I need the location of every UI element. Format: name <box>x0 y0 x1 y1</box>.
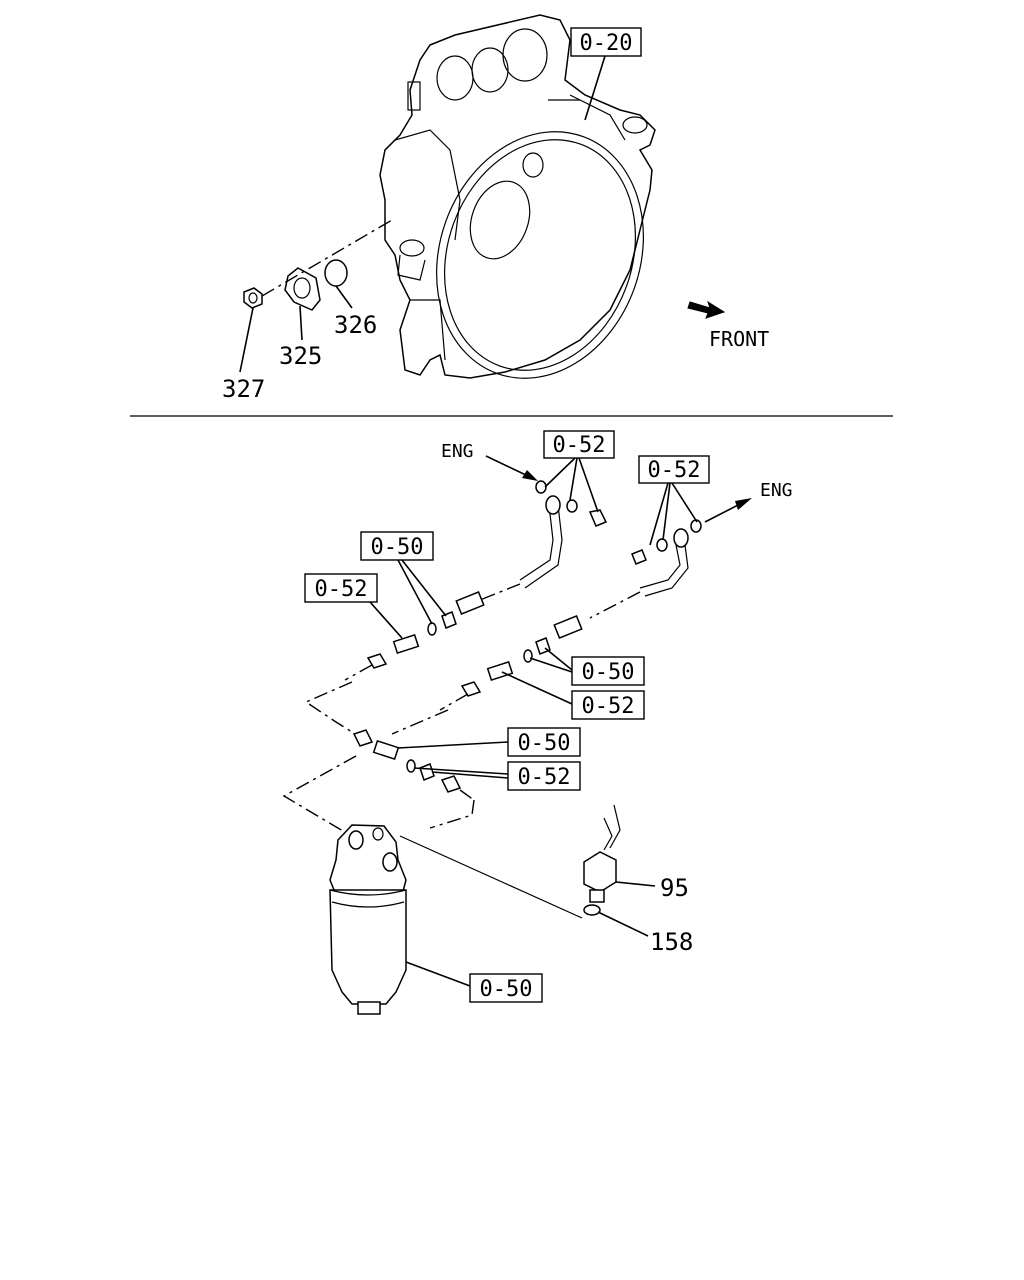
fittings-left <box>344 611 457 681</box>
fuel-pipe-upper-right <box>553 528 689 639</box>
hex-nut <box>243 287 263 309</box>
ref-label-housing: 0-20 <box>580 31 633 56</box>
fuel-pipe-upper-left <box>455 495 563 615</box>
ref-box-top-b[interactable]: 0-52 <box>638 455 710 484</box>
eng-label-right: ENG <box>760 480 793 501</box>
eng-arrow-left-icon <box>485 455 538 481</box>
ref-box-low-b[interactable]: 0-52 <box>507 761 581 791</box>
front-arrow-icon <box>687 300 726 319</box>
ref-box-left-a[interactable]: 0-50 <box>360 531 434 561</box>
ref-label-top-a: 0-52 <box>553 433 606 458</box>
flywheel-housing <box>379 14 656 379</box>
part-number-325: 325 <box>279 342 322 370</box>
ref-label-left-a: 0-50 <box>371 535 424 560</box>
cover-plate <box>284 267 321 311</box>
ref-label-filter: 0-50 <box>480 977 533 1002</box>
eng-label-left: ENG <box>441 441 474 462</box>
ref-label-left-b: 0-52 <box>315 577 368 602</box>
ref-box-filter[interactable]: 0-50 <box>469 973 543 1003</box>
ref-box-left-b[interactable]: 0-52 <box>304 573 378 603</box>
front-label: FRONT <box>709 327 769 351</box>
ref-label-top-b: 0-52 <box>648 458 701 483</box>
ref-label-low-a: 0-50 <box>518 731 571 756</box>
ref-box-low-a[interactable]: 0-50 <box>507 727 581 757</box>
fittings-low <box>352 729 475 801</box>
ref-box-housing[interactable]: 0-20 <box>570 27 642 57</box>
ref-box-mid-a[interactable]: 0-50 <box>571 656 645 686</box>
gasket-ring <box>324 259 348 287</box>
ref-box-top-a[interactable]: 0-52 <box>543 430 615 459</box>
ref-label-low-b: 0-52 <box>518 765 571 790</box>
fittings-mid <box>439 637 551 711</box>
ref-label-mid-a: 0-50 <box>582 660 635 685</box>
pressure-sender <box>583 804 621 903</box>
fittings-top-a <box>535 480 608 527</box>
ref-box-mid-b[interactable]: 0-52 <box>571 690 645 720</box>
part-number-326: 326 <box>334 311 377 339</box>
sender-washer <box>583 904 601 916</box>
part-number-95: 95 <box>660 874 689 902</box>
part-number-158: 158 <box>650 928 693 956</box>
ref-label-mid-b: 0-52 <box>582 694 635 719</box>
fittings-top-b <box>631 519 702 565</box>
fuel-filter <box>329 824 407 1015</box>
eng-arrow-right-icon <box>704 498 752 523</box>
part-number-327: 327 <box>222 375 265 403</box>
